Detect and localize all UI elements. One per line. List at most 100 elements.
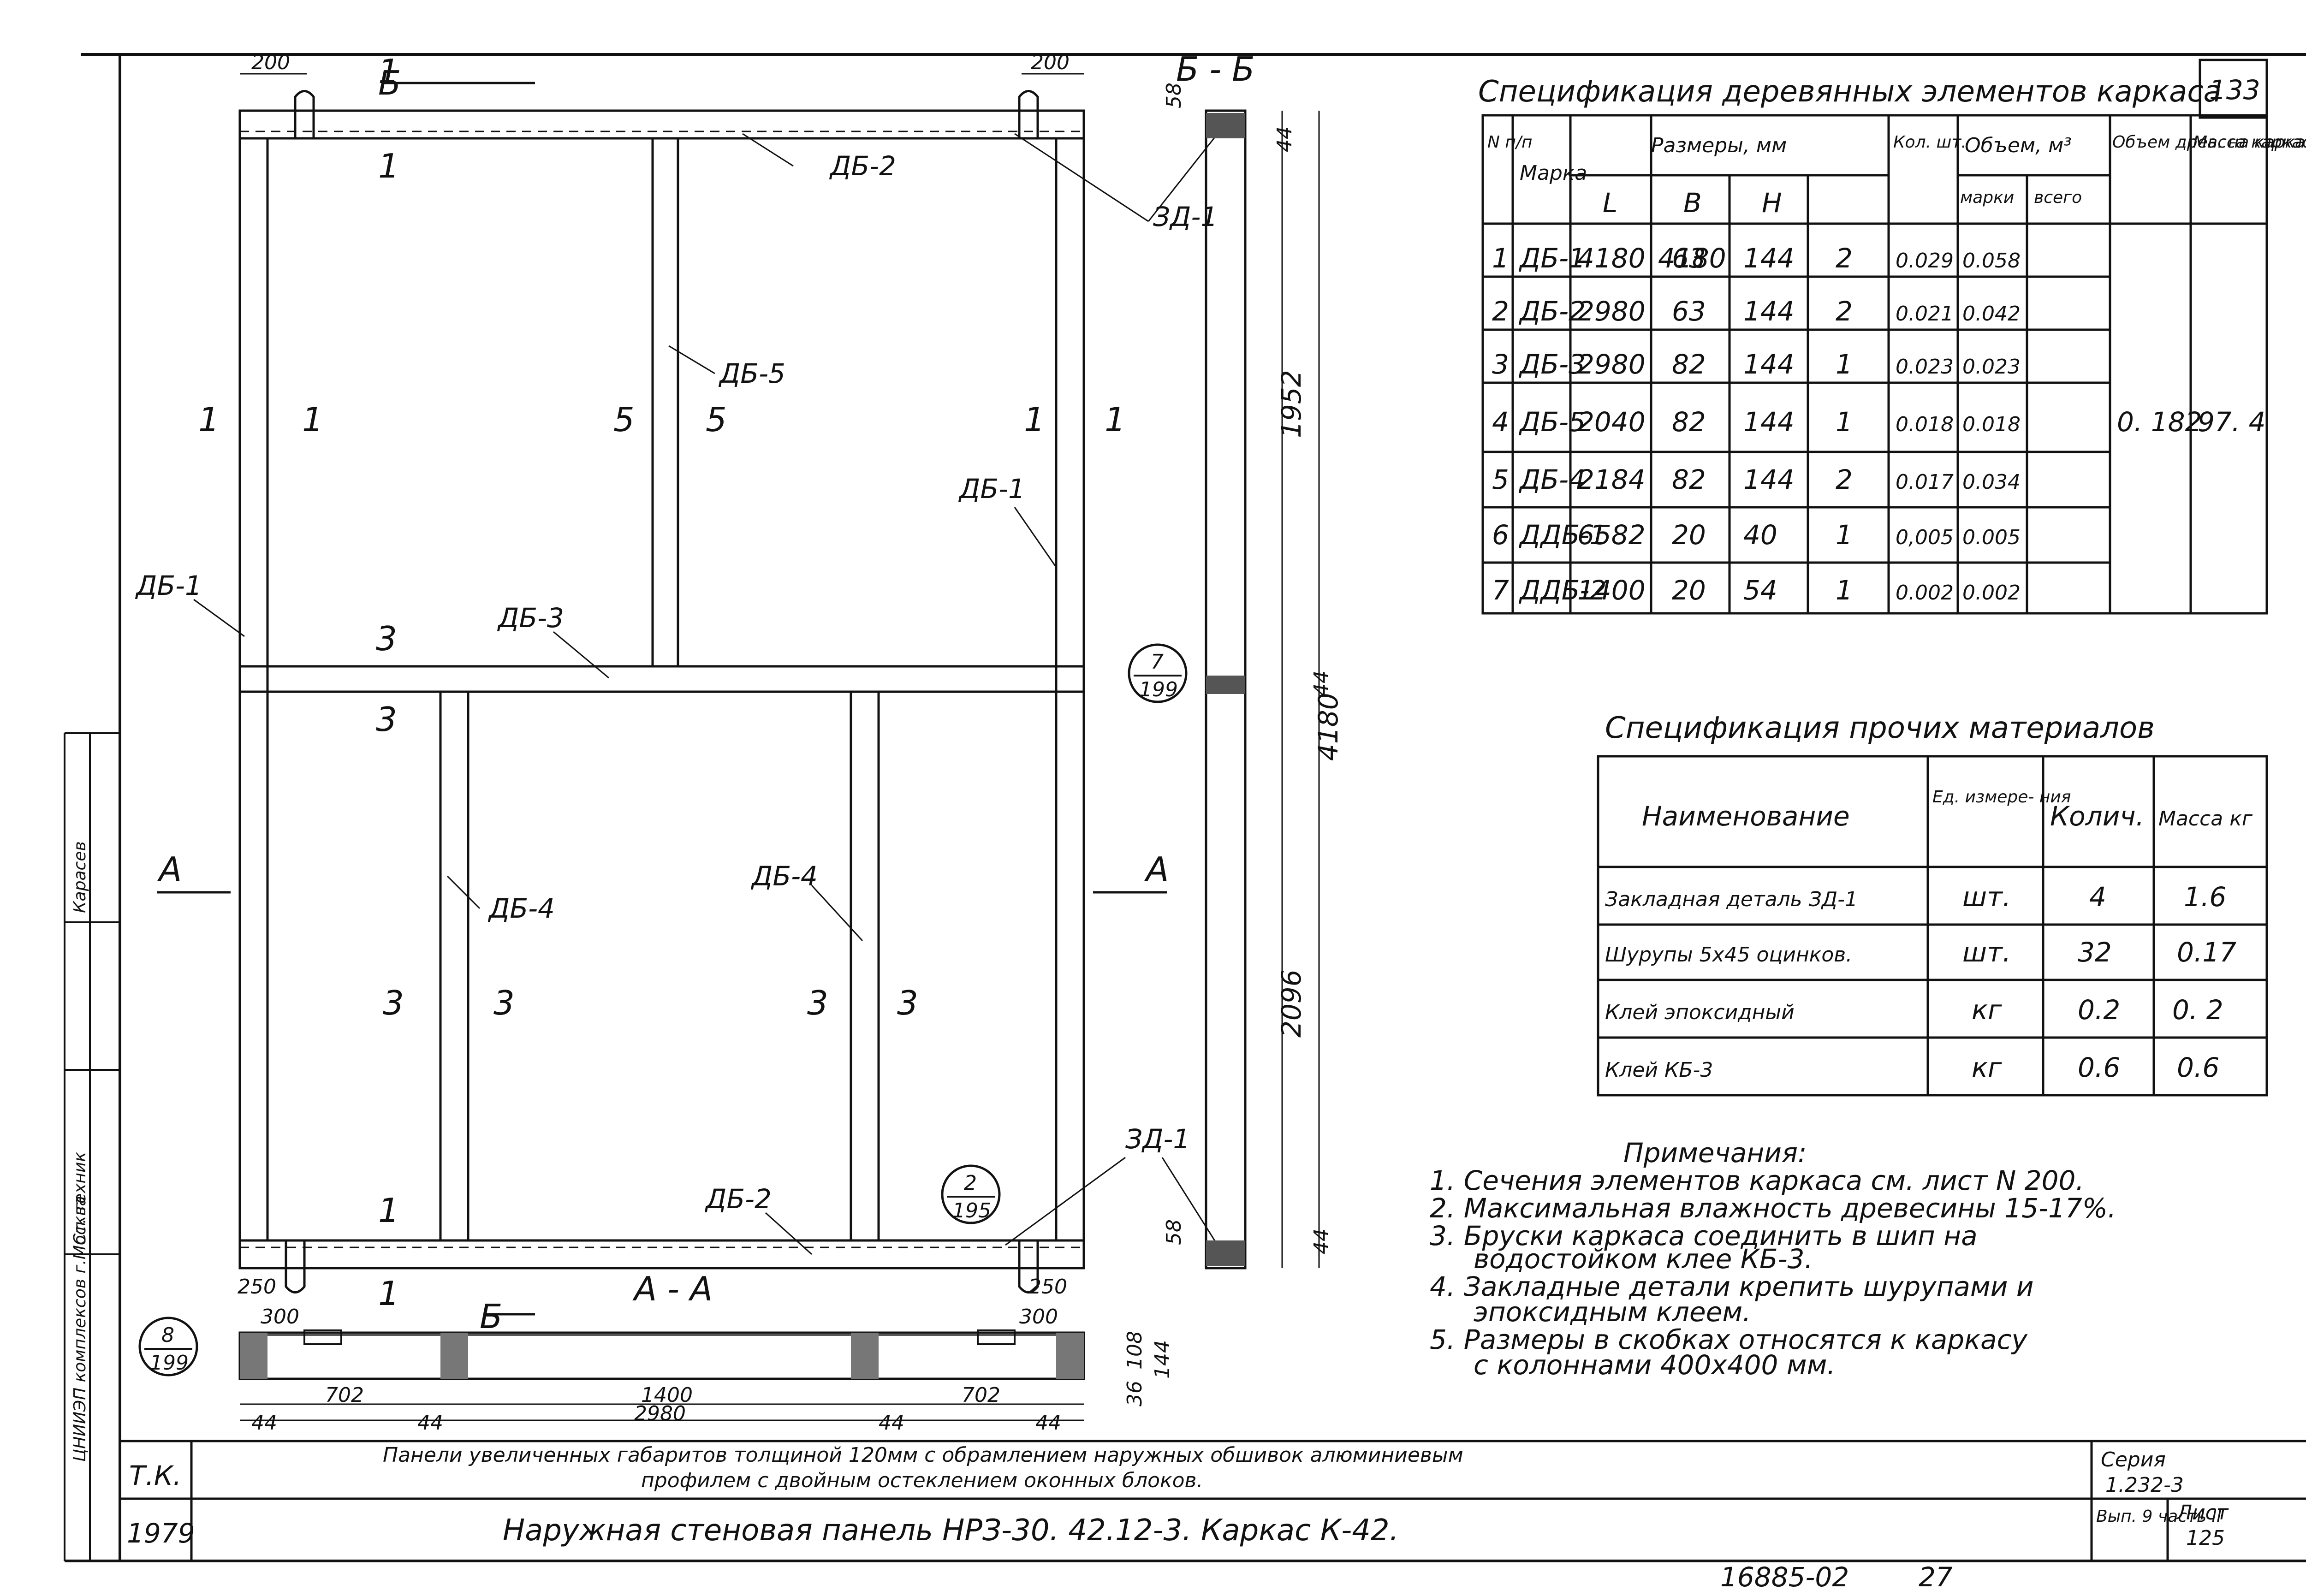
svg-text:Размеры, мм: Размеры, мм [1651, 134, 1787, 157]
cut-1-bottom-b: 1 [378, 1274, 399, 1313]
callout-8-199: 8 199 [138, 1317, 198, 1376]
label-db2-top: ДБ-2 [829, 150, 896, 182]
dim-36: 36 [1123, 1381, 1147, 1406]
svg-text:20: 20 [1672, 575, 1706, 606]
callout-7-199: 7 199 [1128, 643, 1188, 703]
svg-text:шт.: шт. [1962, 937, 2011, 968]
svg-text:1: 1 [1836, 575, 1853, 606]
label-db1-right: ДБ-1 [958, 473, 1025, 504]
svg-text:0.029: 0.029 [1896, 249, 1954, 273]
svg-text:0,005: 0,005 [1896, 526, 1954, 549]
dim-2096: 2096 [1276, 969, 1307, 1038]
spec-wood-row-2: 2 ДБ-2 2980 63 144 2 0.021 0.042 [1492, 296, 2021, 327]
anchor-details [285, 90, 1039, 1293]
svg-text:2. Максимальная влажность древ: 2. Максимальная влажность древесины 15-1… [1430, 1193, 2116, 1224]
dim-2980: 2980 [634, 1402, 686, 1425]
dim-44-aa-1: 44 [251, 1411, 277, 1435]
frame-elevation [238, 109, 1085, 1270]
svg-text:8: 8 [161, 1323, 174, 1347]
svg-text:82: 82 [1672, 464, 1706, 495]
label-db1-left: ДБ-1 [135, 570, 202, 601]
svg-text:Б - Б: Б - Б [1176, 50, 1255, 89]
spec-wood-row-3: 3 ДБ-3 2980 82 144 1 0.023 0.023 [1492, 349, 2021, 380]
svg-text:с колоннами 400x400 мм.: с колоннами 400x400 мм. [1474, 1349, 1836, 1381]
svg-text:2184: 2184 [1577, 464, 1646, 495]
dimension-lines [240, 73, 1084, 1421]
org: Т.К. [129, 1460, 181, 1491]
dim-1952: 1952 [1276, 370, 1307, 438]
svg-text:А - А: А - А [632, 1270, 713, 1308]
spec-wood-row: 1 ДБ-1 4180 63 [1492, 243, 1726, 274]
svg-text:0.042: 0.042 [1962, 302, 2021, 326]
svg-text:Объем, м³: Объем, м³ [1965, 134, 2072, 157]
svg-text:ДБ-2: ДБ-2 [1518, 296, 1586, 327]
svg-text:2040: 2040 [1577, 406, 1646, 438]
section-a-left: А [157, 850, 182, 889]
dim-58-top: 58 [1162, 83, 1186, 108]
svg-text:32: 32 [2078, 937, 2112, 968]
series-label: Серия [2101, 1448, 2166, 1471]
svg-text:Масса кг: Масса кг [2158, 807, 2253, 831]
svg-text:Закладная деталь ЗД-1: Закладная деталь ЗД-1 [1605, 888, 1858, 911]
issue-label: Вып. 9 часть II [2096, 1507, 2222, 1526]
dim-44-aa-4: 44 [1035, 1411, 1061, 1435]
cut-3-a: 3 [376, 619, 397, 658]
svg-text:144: 144 [1743, 243, 1795, 274]
svg-text:4180: 4180 [1658, 243, 1726, 274]
svg-text:1400: 1400 [1577, 575, 1646, 606]
dim-4180: 4180 [1313, 693, 1344, 761]
callout-2-195: 2 195 [941, 1164, 1001, 1224]
svg-text:2: 2 [1836, 464, 1853, 495]
spec-wood-table: Спецификация деревянных элементов каркас… [1478, 59, 2306, 615]
dim-44-bottom: 44 [1310, 1228, 1333, 1254]
svg-text:ДДБ-2: ДДБ-2 [1518, 575, 1606, 606]
svg-text:марки: марки [1960, 188, 2014, 207]
title-block: Т.К. 1979 Панели увеличенных габаритов т… [119, 1440, 2306, 1562]
svg-text:N п/п: N п/п [1487, 133, 1533, 152]
svg-text:4: 4 [1492, 406, 1509, 438]
svg-text:82: 82 [1672, 349, 1706, 380]
svg-text:144: 144 [1743, 406, 1795, 438]
svg-text:63: 63 [1672, 243, 1706, 274]
svg-text:B: B [1683, 187, 1702, 219]
spec-wood-row-4: 4 ДБ-5 2040 82 144 1 0.018 0.018 [1492, 406, 2021, 438]
section-aa: А - А [238, 1270, 1085, 1380]
dim-300-right: 300 [1019, 1305, 1058, 1329]
svg-text:Колич.: Колич. [2050, 801, 2144, 832]
svg-text:20: 20 [1672, 519, 1706, 551]
cut-1-top: 1 [378, 52, 399, 91]
svg-text:Клей КБ-3: Клей КБ-3 [1605, 1058, 1713, 1082]
mass-total: 97. 4 [2198, 406, 2266, 438]
label-db4-right: ДБ-4 [750, 860, 818, 892]
svg-text:Клей эпоксидный: Клей эпоксидный [1605, 1001, 1795, 1024]
dim-44-mid: 44 [1310, 670, 1333, 696]
svg-text:40: 40 [1743, 519, 1777, 551]
cut-1-right-a: 1 [1024, 400, 1045, 439]
svg-text:0. 2: 0. 2 [2172, 994, 2223, 1026]
svg-text:3. Бруски каркаса соединить в: 3. Бруски каркаса соединить в шип на [1430, 1220, 1978, 1252]
dim-144: 144 [1151, 1340, 1174, 1379]
svg-text:0.002: 0.002 [1962, 581, 2021, 605]
svg-text:L: L [1603, 187, 1617, 219]
svg-text:0.017: 0.017 [1896, 470, 1954, 494]
sheet-value: 125 [2186, 1526, 2225, 1550]
svg-text:2: 2 [1836, 243, 1853, 274]
svg-text:199: 199 [150, 1351, 189, 1375]
dim-250-left: 250 [238, 1275, 276, 1299]
vol-wood-total: 0. 182 [2117, 406, 2202, 438]
svg-text:0.6: 0.6 [2078, 1052, 2120, 1083]
section-bb: Б - Б [1176, 50, 1320, 1270]
cut-3-b: 3 [376, 700, 397, 739]
dim-300-left: 300 [261, 1305, 299, 1329]
svg-text:Ед. измере- ния: Ед. измере- ния [1932, 788, 2071, 807]
svg-text:ДДБ-1: ДДБ-1 [1518, 519, 1606, 551]
svg-text:1. Сечения элементов каркаса с: 1. Сечения элементов каркаса см. лист N … [1430, 1165, 2084, 1196]
spec-other-row-4: Клей КБ-3 кг 0.6 0.6 [1605, 1052, 2219, 1083]
svg-text:водостойком клее КБ-3.: водостойком клее КБ-3. [1474, 1243, 1813, 1275]
label-db4-left: ДБ-4 [487, 893, 555, 924]
svg-text:2980: 2980 [1577, 296, 1646, 327]
svg-text:0.021: 0.021 [1896, 302, 1954, 326]
notes: Примечания: 1. Сечения элементов каркаса… [1430, 1137, 2116, 1381]
svg-text:7: 7 [1492, 575, 1509, 606]
svg-text:144: 144 [1743, 349, 1795, 380]
